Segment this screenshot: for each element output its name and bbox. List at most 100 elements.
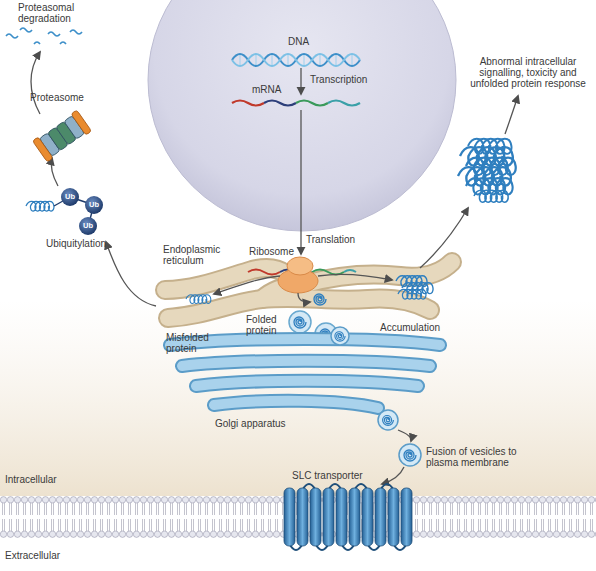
er-membrane (305, 262, 452, 284)
er-membrane (165, 268, 286, 290)
process-arrow (505, 96, 518, 134)
structure-label: Ribosome (240, 246, 294, 257)
peptide-fragment (48, 32, 60, 36)
protein-aggregate (396, 276, 427, 287)
transmembrane-helix (375, 488, 386, 546)
transporter-loop (394, 544, 407, 550)
er-lumen (262, 284, 305, 299)
folded-protein (320, 329, 332, 340)
cytoplasm-tint (0, 300, 596, 496)
protein-aggregate (468, 139, 512, 154)
protein-label: Misfolded protein (166, 332, 218, 354)
ubiquitin-label: Ub (84, 200, 104, 210)
transmembrane-helix (401, 488, 412, 546)
golgi-cisterna (182, 361, 430, 366)
transmembrane-helix (310, 488, 321, 546)
outcome-label: Abnormal intracellular signalling, toxic… (464, 56, 592, 89)
transmembrane-helix (323, 488, 334, 546)
er-lumen (165, 268, 286, 290)
nucleus-outline (147, 0, 457, 232)
peptide-fragment (34, 42, 40, 44)
golgi-lumen (170, 339, 440, 345)
ribosome-large-subunit (278, 269, 318, 293)
transporter-loop (355, 484, 368, 490)
er-lumen (305, 262, 452, 284)
golgi-lumen (196, 381, 418, 386)
golgi-lumen (214, 401, 378, 408)
process-arrow (106, 242, 156, 306)
ubiquitin (61, 188, 79, 206)
ubiquitin (85, 196, 103, 214)
misfolded-protein (26, 201, 54, 211)
transporter-loop (381, 484, 394, 490)
protein-aggregate (466, 178, 513, 194)
nucleus-region: DNA Transcription mRNA (147, 0, 457, 232)
er-membrane (262, 284, 305, 299)
protein-aggregate (458, 167, 511, 185)
folded-protein (383, 416, 394, 426)
vesicle (315, 323, 337, 345)
ubiquitin-label: Ub (78, 221, 98, 231)
protein-aggregate (460, 147, 513, 165)
structure-label: Endoplasmic reticulum (163, 244, 229, 266)
transporter-loop (303, 484, 316, 490)
folded-protein (404, 450, 416, 461)
structure-label: Golgi apparatus (215, 418, 286, 429)
folded-protein (294, 317, 306, 328)
protein-aggregate (402, 283, 433, 294)
transporter-loop (342, 544, 355, 550)
peptide-fragment (6, 34, 18, 38)
process-arrow (214, 276, 280, 294)
ubiquitin-label: Ub (60, 192, 80, 202)
process-arrow (398, 430, 411, 441)
process-arrow (318, 274, 392, 280)
process-label: Accumulation (380, 322, 440, 333)
mrna-strand (280, 270, 312, 275)
protein-aggregate (466, 158, 516, 175)
process-arrow (382, 467, 404, 484)
ubiquitin (79, 217, 97, 235)
er-lumen (168, 298, 430, 318)
proteasome-cap (71, 110, 92, 135)
process-arrow (31, 52, 40, 114)
process-label: Fusion of vesicles to plasma membrane (426, 446, 534, 468)
transporter-loop (290, 544, 303, 550)
vesicle (378, 410, 398, 430)
outcome-label: Proteasomal degradation (18, 2, 84, 24)
structure-label: Proteasome (30, 92, 84, 103)
process-label: Transcription (310, 74, 367, 85)
process-arrow (51, 158, 58, 186)
proteasome-ring (47, 127, 68, 151)
er-membrane (168, 298, 430, 318)
mrna-strand (248, 270, 280, 275)
process-label: Ubiquitylation (46, 238, 106, 249)
transmembrane-helix (336, 488, 347, 546)
proteasome-cap (32, 137, 53, 162)
mrna-strand (312, 270, 344, 275)
peptide-fragment (20, 28, 32, 32)
process-arrow (298, 293, 310, 302)
golgi-cisterna (214, 401, 378, 408)
peptide-fragment (70, 30, 82, 34)
region-label: Extracellular (5, 550, 60, 561)
process-arrow (420, 208, 468, 268)
protein-aggregate (398, 289, 426, 299)
folded-protein (314, 294, 326, 305)
region-label: Intracellular (5, 474, 57, 485)
transmembrane-helix (349, 488, 360, 546)
proteasome-ring (39, 133, 60, 157)
mrna-strand (344, 270, 356, 272)
molecule-label: mRNA (252, 84, 281, 95)
molecule-label: DNA (288, 36, 309, 47)
nucleus-envelope (148, 0, 456, 231)
peptide-fragment (60, 42, 66, 44)
proteasome-ring (64, 116, 85, 140)
protein-aggregate (474, 190, 508, 202)
plasma-membrane (0, 496, 596, 538)
misfolded-protein (186, 295, 211, 304)
transmembrane-helix (362, 488, 373, 546)
vesicle (331, 327, 349, 345)
folded-protein (335, 332, 345, 341)
vesicle (399, 444, 421, 466)
